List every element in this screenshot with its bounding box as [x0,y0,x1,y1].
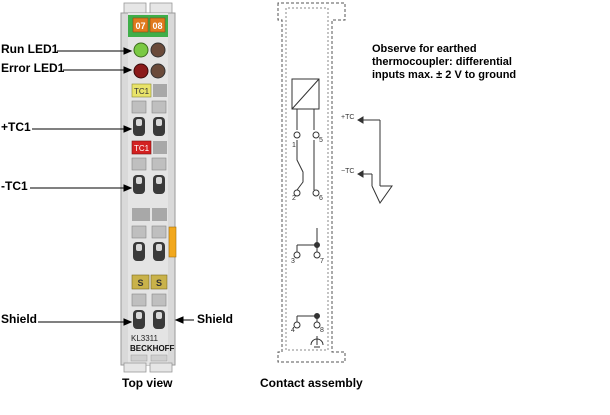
contact-slot-2a [131,157,147,171]
tc-minus-label: −TC [341,168,354,175]
shield-tag-1-text: S [137,278,143,288]
spring-2-hole [136,177,142,184]
tc-plus-label: +TC [341,114,354,121]
contact-7 [313,251,321,259]
contact-slot-6a [151,157,167,171]
note-line-3: inputs max. ± 2 V to ground [372,69,517,81]
contact-number-6: 6 [319,195,323,202]
bottom-slot-1 [130,354,148,362]
spring-1-hole [136,119,142,126]
shield-tag-1 [131,274,150,290]
contact-slot-3a [131,225,147,239]
tc-tag-yellow-text: TC1 [134,87,150,96]
spring-7-hole [156,244,162,251]
bottom-clip-left [123,362,147,373]
converter-box [291,78,320,110]
contact-number-4: 4 [291,327,295,334]
run-led [133,42,149,58]
contact-number-8: 8 [320,327,324,334]
spring-3-hole [136,244,142,251]
tc-plus-label-left: +TC1 [1,120,31,134]
bottom-slot-2 [150,354,168,362]
run-led-neighbor [150,42,166,58]
thermocouple-wiring [357,116,393,204]
contact-2 [293,189,301,197]
blank-tag-2 [152,208,167,221]
contact-slot-8a [151,293,167,307]
contact-number-2: 2 [292,195,296,202]
top-view-caption: Top view [122,376,173,390]
contact-numbers: 1 5 2 6 3 7 4 8 [291,137,324,334]
tc-tag-yellow [131,83,152,98]
contact-8 [313,321,321,329]
shield-tag-2-text: S [156,278,162,288]
shield-label-left: Shield [1,312,38,326]
channel-number-08: 08 [152,21,162,31]
note-line-1: Observe for earthed [372,43,477,55]
contact-6 [312,189,320,197]
shield-label-right: Shield [197,312,234,326]
contact-3 [293,251,301,259]
label-arrows [30,47,194,326]
bottom-clip-right [149,362,173,373]
tc-tag-gray-1 [153,84,167,97]
tc-tag-gray-2 [153,141,167,154]
contact-5 [312,131,320,139]
contact-assembly-caption: Contact assembly [260,376,363,390]
tc-tag-red-text: TC1 [134,144,150,153]
contact-number-1: 1 [292,142,296,149]
run-led-label: Run LED1 [1,42,59,56]
model-text: KL3311 [131,334,159,343]
contact-slot-5a [151,100,167,114]
spring-4-hole [136,312,142,319]
shield-tag-2 [150,274,168,290]
contact-4 [293,321,301,329]
contact-1 [293,131,301,139]
earthed-thermocouple-note: Observe for earthed thermocoupler: diffe… [372,43,572,82]
contact-slot-4a [131,293,147,307]
tc-tag-red [131,140,152,155]
brand-text: BECKHOFF [130,344,175,353]
contact-assembly [277,2,346,363]
channel-number-07: 07 [135,21,145,31]
assembly-outline [277,2,346,363]
spring-6-hole [156,177,162,184]
error-led [133,63,149,79]
tc-minus-label-left: -TC1 [1,179,28,193]
contact-number-3: 3 [291,258,295,265]
blank-tag-1 [132,208,150,221]
assembly-inner-outline [285,7,329,351]
channel-tag-08 [149,17,166,33]
contact-slot-1a [131,100,147,114]
side-tab [168,226,177,258]
note-line-2: thermocoupler: differential [372,56,512,68]
error-led-label: Error LED1 [1,61,65,75]
contact-slot-7a [151,225,167,239]
spring-8-hole [156,312,162,319]
contact-number-7: 7 [320,258,324,265]
spring-5-hole [156,119,162,126]
channel-tag-07 [132,17,149,33]
error-led-neighbor [150,63,166,79]
contact-number-5: 5 [319,137,323,144]
